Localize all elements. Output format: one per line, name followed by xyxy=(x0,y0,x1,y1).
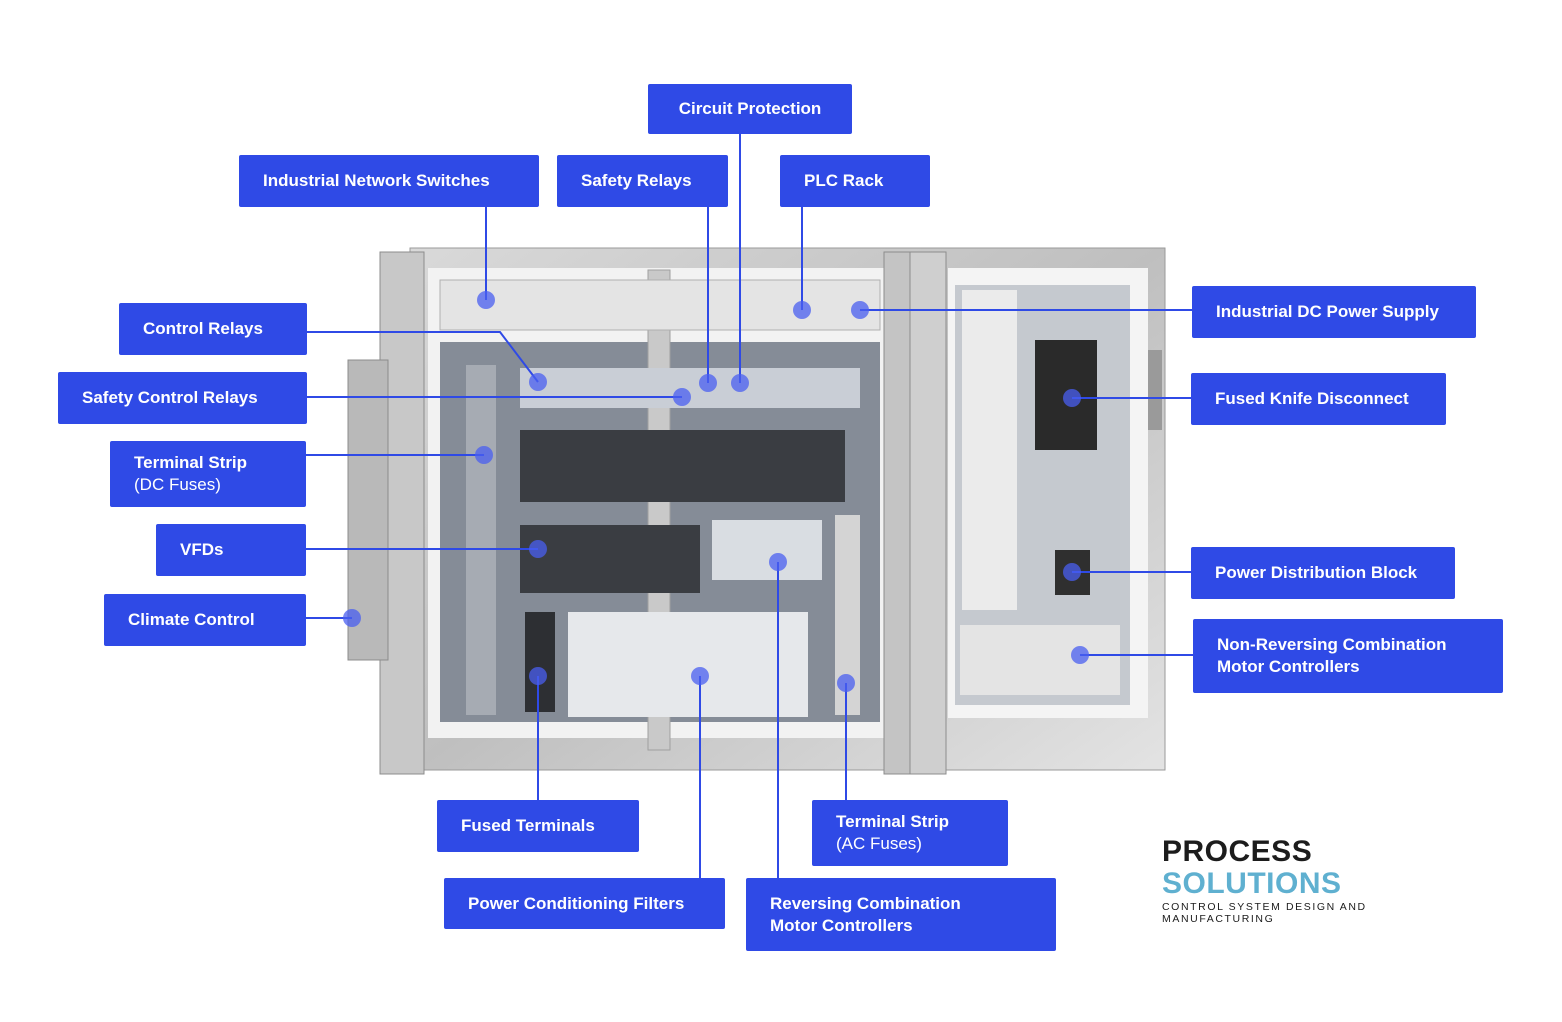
label-circuit-protection: Circuit Protection xyxy=(648,84,852,134)
marker-terminal-strip-dc xyxy=(475,446,493,464)
marker-network-switches xyxy=(477,291,495,309)
label-text: Power Conditioning Filters xyxy=(468,893,685,913)
fused-terminal-bank xyxy=(525,612,555,712)
label-safety-relays: Safety Relays xyxy=(557,155,728,207)
marker-nonrev-controllers xyxy=(1071,646,1089,664)
vfd-row-2 xyxy=(520,525,700,593)
label-plc-rack: PLC Rack xyxy=(780,155,930,207)
label-text: Industrial Network Switches xyxy=(263,171,490,190)
markers xyxy=(343,291,1089,692)
vfd-row-1 xyxy=(520,430,845,502)
label-power-distribution-block: Power Distribution Block xyxy=(1191,547,1455,599)
label-industrial-network-switches: Industrial Network Switches xyxy=(239,155,539,207)
label-text: Power Distribution Block xyxy=(1215,563,1418,582)
label-vfds: VFDs xyxy=(156,524,306,576)
label-fused-knife-disconnect: Fused Knife Disconnect xyxy=(1191,373,1446,425)
company-logo: PROCESS SOLUTIONS CONTROL SYSTEM DESIGN … xyxy=(1162,836,1482,926)
label-control-relays: Control Relays xyxy=(119,303,307,355)
label-climate-control: Climate Control xyxy=(104,594,306,646)
plc-row xyxy=(439,279,881,331)
label-text: Motor Controllers xyxy=(1217,657,1360,676)
marker-fused-terminals xyxy=(529,667,547,685)
motor-controller-row xyxy=(960,625,1120,695)
wire-duct-left xyxy=(466,365,496,715)
terminal-block-group xyxy=(712,520,822,580)
marker-terminal-strip-ac xyxy=(837,674,855,692)
label-text: Non-Reversing Combination xyxy=(1217,635,1447,654)
relay-row xyxy=(520,368,860,408)
label-industrial-dc-power-supply: Industrial DC Power Supply xyxy=(1192,286,1476,338)
center-door-1 xyxy=(883,251,915,775)
label-text: Fused Knife Disconnect xyxy=(1215,389,1409,408)
marker-control-relays xyxy=(529,373,547,391)
label-text: Industrial DC Power Supply xyxy=(1216,302,1439,321)
marker-filters xyxy=(691,667,709,685)
contactor-column xyxy=(962,290,1017,610)
label-subtext: (AC Fuses) xyxy=(836,834,922,853)
label-fused-terminals: Fused Terminals xyxy=(437,800,639,852)
marker-plc-rack xyxy=(793,301,811,319)
right-door-latch xyxy=(1148,350,1162,430)
label-text: PLC Rack xyxy=(804,171,884,190)
label-text: Terminal Strip xyxy=(134,453,248,472)
marker-distribution-block xyxy=(1063,563,1081,581)
marker-rev-controllers xyxy=(769,553,787,571)
label-text: Safety Relays xyxy=(581,171,692,190)
label-text: Climate Control xyxy=(128,610,255,629)
label-text: Control Relays xyxy=(143,319,263,338)
marker-safety-control-relays xyxy=(673,388,691,406)
logo-wordmark: PROCESS SOLUTIONS xyxy=(1162,836,1482,900)
logo-word-solutions: SOLUTIONS xyxy=(1162,867,1342,900)
marker-vfds xyxy=(529,540,547,558)
label-text: Safety Control Relays xyxy=(82,388,258,407)
label-terminal-strip-dc: Terminal Strip (DC Fuses) xyxy=(110,441,306,507)
label-text: Fused Terminals xyxy=(461,816,595,835)
marker-climate-control xyxy=(343,609,361,627)
label-terminal-strip-ac: Terminal Strip (AC Fuses) xyxy=(812,800,1008,866)
label-text: Circuit Protection xyxy=(678,99,822,118)
label-text: Reversing Combination xyxy=(770,893,961,913)
marker-circuit-protection xyxy=(731,374,749,392)
logo-word-process: PROCESS xyxy=(1162,835,1313,868)
label-subtext: (DC Fuses) xyxy=(134,475,221,494)
marker-knife-disconnect xyxy=(1063,389,1081,407)
marker-safety-relays xyxy=(699,374,717,392)
logo-tagline: CONTROL SYSTEM DESIGN AND MANUFACTURING xyxy=(1162,901,1367,925)
marker-dc-power xyxy=(851,301,869,319)
filter-bank xyxy=(568,612,808,717)
label-text: Terminal Strip xyxy=(836,812,950,831)
center-door-2 xyxy=(909,251,947,775)
label-safety-control-relays: Safety Control Relays xyxy=(58,372,307,424)
label-power-conditioning-filters: Power Conditioning Filters xyxy=(444,878,725,929)
leader-lines xyxy=(306,134,1194,878)
label-text: Motor Controllers xyxy=(770,915,913,935)
label-text: VFDs xyxy=(180,540,224,559)
